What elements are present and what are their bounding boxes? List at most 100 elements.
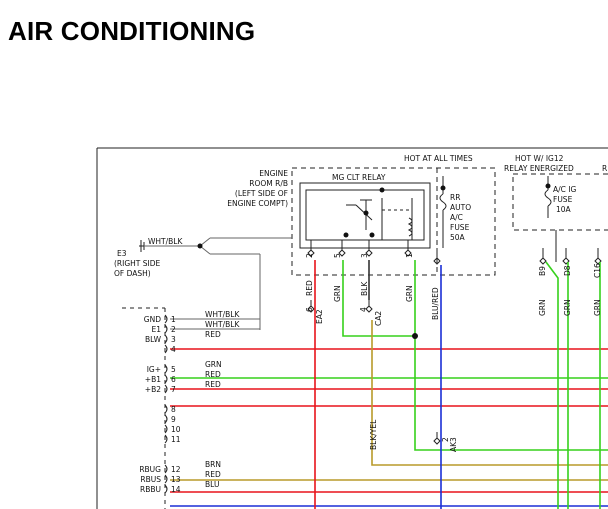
- pin-number: 4: [171, 345, 176, 354]
- pin-wire-label: BRN: [205, 460, 221, 469]
- label-engine: ENGINE: [259, 169, 288, 178]
- module-pin-row: IG+ 5 GRN: [147, 360, 222, 374]
- pin-number: 7: [171, 385, 176, 394]
- pin-bracket: [164, 484, 168, 494]
- module-pin-row: 4: [164, 344, 176, 354]
- label-splice-2: 2: [441, 437, 450, 442]
- label-conn-d8: D8: [563, 265, 572, 276]
- label-conn-b9: B9: [538, 266, 547, 276]
- pin-name: BLW: [145, 335, 162, 344]
- pin-name: IG+: [147, 365, 161, 374]
- pin-bracket: [164, 434, 168, 444]
- ground-e3: [139, 237, 292, 330]
- mg-clt-relay: [299, 182, 431, 249]
- label-wire-grn-r2: GRN: [563, 299, 572, 316]
- label-engine-compt: ENGINE COMPT): [227, 199, 288, 208]
- label-e3: E3: [117, 249, 127, 258]
- pin-number: 11: [171, 435, 181, 444]
- pin-number: 1: [171, 315, 176, 324]
- label-room-rb: ROOM R/B: [249, 179, 288, 188]
- label-conn-4: 4: [359, 307, 368, 312]
- label-wire-grn-1: GRN: [333, 285, 342, 302]
- label-wire-grn-r3: GRN: [593, 299, 602, 316]
- label-wire-grn-2: GRN: [405, 285, 414, 302]
- module-pin-row: 8: [164, 404, 176, 414]
- engine-room-rb-box: [291, 167, 496, 276]
- pin-name: E1: [151, 325, 161, 334]
- pin-bracket: [164, 334, 168, 344]
- module-pin-row: 11: [164, 434, 181, 444]
- wires: [170, 260, 608, 509]
- module-pin-row: 9: [164, 414, 176, 424]
- pin-bracket: [164, 404, 168, 414]
- pin-number: 8: [171, 405, 176, 414]
- pin-bracket: [164, 384, 168, 394]
- pin-name: RBUG: [139, 465, 161, 474]
- label-ac-ig: A/C IG: [553, 185, 576, 194]
- ac-ig-fuse: [544, 176, 552, 218]
- label-splice-ak3: AK3: [449, 437, 458, 452]
- pin-name: GND: [144, 315, 161, 324]
- label-fuse-ig: FUSE: [553, 195, 573, 204]
- pin-name: +B1: [145, 375, 161, 384]
- ac-module-box: [122, 307, 166, 509]
- label-relay-energized: RELAY ENERGIZED: [504, 164, 574, 173]
- pin-wire-label: WHT/BLK: [205, 320, 240, 329]
- pin-wire-label: RED: [205, 470, 221, 479]
- pin-number: 10: [171, 425, 181, 434]
- pin-number: 6: [171, 375, 176, 384]
- label-relay-pin-3: 3: [360, 253, 369, 258]
- label-conn-6: 6: [305, 307, 314, 312]
- pin-bracket: [164, 314, 168, 324]
- relay-terminals: [307, 240, 602, 445]
- pin-wire-label: GRN: [205, 360, 222, 369]
- pin-number: 5: [171, 365, 176, 374]
- label-conn-ea2: EA2: [315, 309, 324, 324]
- label-50a: 50A: [450, 233, 466, 242]
- label-fuse: FUSE: [450, 223, 470, 232]
- module-pin-row: 10: [164, 424, 181, 434]
- label-wire-red: RED: [305, 280, 314, 296]
- label-left-side-of: (LEFT SIDE OF: [235, 189, 288, 198]
- pin-wire-label: BLU: [205, 480, 219, 489]
- pin-number: 14: [171, 485, 181, 494]
- label-hot-at-all-times: HOT AT ALL TIMES: [404, 154, 473, 163]
- label-mg-clt-relay: MG CLT RELAY: [332, 173, 386, 182]
- ig12-relay-box: [512, 173, 608, 231]
- label-conn-ca2: CA2: [374, 311, 383, 326]
- pin-bracket: [164, 344, 168, 354]
- pin-bracket: [164, 414, 168, 424]
- diagram-frame: [96, 147, 608, 509]
- label-10a: 10A: [556, 205, 572, 214]
- pin-bracket: [164, 364, 168, 374]
- rr-auto-fuse: [439, 176, 447, 248]
- pin-number: 9: [171, 415, 176, 424]
- diagram-labels: HOT AT ALL TIMES HOT W/ IG12 RELAY ENERG…: [114, 154, 607, 278]
- module-pin-row: GND 1 WHT/BLK: [144, 310, 241, 324]
- label-ac: A/C: [450, 213, 463, 222]
- label-relay-pin-1: 1: [405, 253, 414, 258]
- vertical-labels: 2 5 3 1 RED GRN BLK GRN BLU/RED 6 EA2 4 …: [305, 253, 602, 452]
- label-relay-pin-2: 2: [305, 253, 314, 258]
- pin-wire-label: WHT/BLK: [205, 310, 240, 319]
- pin-bracket: [164, 464, 168, 474]
- label-rr: RR: [450, 193, 460, 202]
- label-cut-r: R: [602, 164, 607, 173]
- page-title: AIR CONDITIONING: [8, 16, 256, 46]
- label-wire-blkyel: BLK/YEL: [369, 419, 378, 450]
- ac-fuse-dot: [545, 183, 551, 189]
- pin-name: RBUS: [140, 475, 161, 484]
- label-right-side: (RIGHT SIDE: [114, 259, 161, 268]
- label-wire-grn-r1: GRN: [538, 299, 547, 316]
- label-hot-w-ig12: HOT W/ IG12: [515, 154, 564, 163]
- label-of-dash: OF DASH): [114, 269, 151, 278]
- pin-bracket: [164, 474, 168, 484]
